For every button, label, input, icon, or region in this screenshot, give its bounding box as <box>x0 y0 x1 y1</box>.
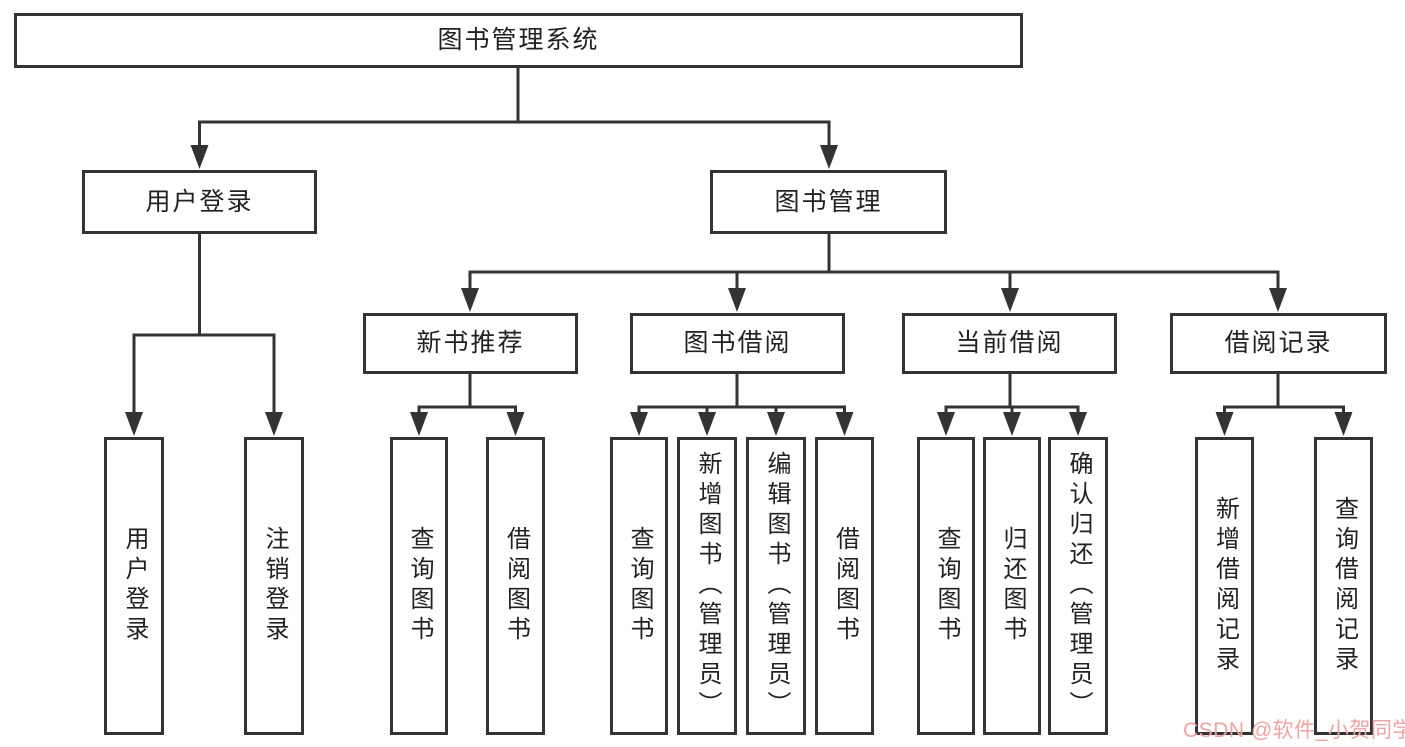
leaf-query-borrow-record: 查询借阅记录 <box>1314 437 1373 735</box>
leaf-borrow-books-recommend: 借阅图书 <box>486 437 545 735</box>
node-book-management-branch: 图书管理 <box>710 170 947 234</box>
node-borrowing-records: 借阅记录 <box>1170 313 1387 374</box>
leaf-user-login: 用户登录 <box>104 437 164 735</box>
node-current-borrowing: 当前借阅 <box>902 313 1117 374</box>
leaf-add-borrow-record: 新增借阅记录 <box>1195 437 1254 735</box>
leaf-add-books-admin: 新增图书（管理员） <box>677 437 737 735</box>
leaf-logout: 注销登录 <box>244 437 304 735</box>
leaf-edit-books-admin: 编辑图书（管理员） <box>746 437 806 735</box>
leaf-borrow-books-borrowing: 借阅图书 <box>815 437 874 735</box>
node-user-login-branch: 用户登录 <box>82 170 317 234</box>
node-new-book-recommend: 新书推荐 <box>363 313 578 374</box>
leaf-query-books-current: 查询图书 <box>917 437 975 735</box>
node-library-management-system: 图书管理系统 <box>14 13 1023 68</box>
leaf-return-books: 归还图书 <box>983 437 1041 735</box>
leaf-query-books-borrowing: 查询图书 <box>610 437 668 735</box>
leaf-confirm-return-admin: 确认归还（管理员） <box>1048 437 1108 735</box>
csdn-watermark: CSDN @软件_小贺同学 <box>1183 719 1405 742</box>
node-book-borrowing: 图书借阅 <box>630 313 845 374</box>
leaf-query-books-recommend: 查询图书 <box>390 437 448 735</box>
